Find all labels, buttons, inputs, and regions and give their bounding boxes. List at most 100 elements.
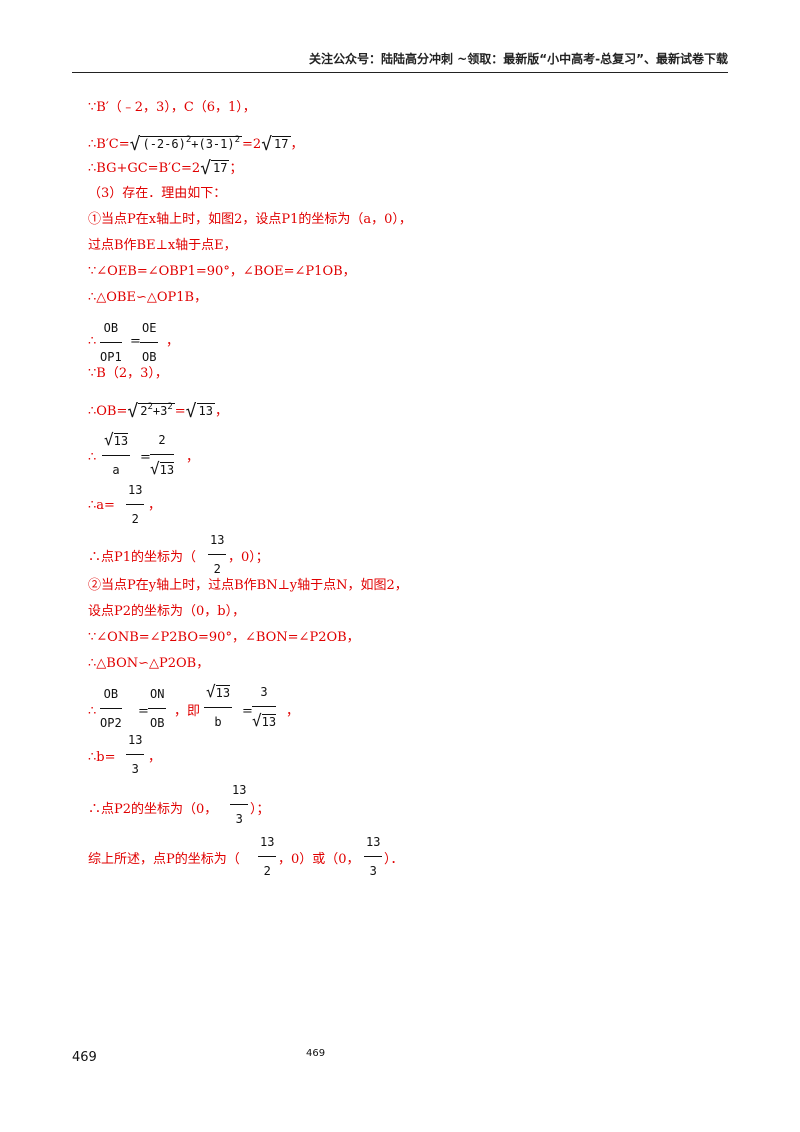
radicand: 17 — [211, 160, 230, 175]
line-10: ∵B（2，3）， — [88, 361, 728, 387]
radicand-part: +3 — [152, 404, 168, 418]
page-number: 469 — [72, 1050, 97, 1065]
line-text: 过点B作BE⊥x轴于点E， — [88, 238, 237, 253]
denominator: OB — [150, 716, 165, 730]
line-3: ∴BG+GC=B′C=2√17； — [88, 155, 728, 181]
line-text: ∵∠ONB=∠P2BO=90°，∠BON=∠P2OB， — [88, 630, 360, 645]
line-8: ∴△OBE∽△OP1B， — [88, 285, 728, 311]
comma: ， — [186, 450, 200, 465]
radicand-part: +(3-1) — [191, 137, 235, 151]
denominator: 2 — [131, 512, 139, 526]
line-text: ∴OB= — [88, 404, 128, 419]
numerator: 13 — [208, 527, 227, 555]
fraction: OB OP2 — [100, 681, 122, 736]
line-text: ，即 — [174, 704, 201, 719]
line-text: ∵B′（﹣2，3），C（6，1）， — [88, 100, 256, 115]
numerator: 13 — [364, 829, 383, 857]
comma: ， — [148, 498, 162, 513]
radicand: 13 — [159, 462, 175, 477]
radicand: 13 — [113, 433, 129, 448]
line-1: ∵B′（﹣2，3），C（6，1）， — [88, 95, 728, 121]
numerator: 13 — [126, 727, 145, 755]
line-text: ∵B（2，3）， — [88, 366, 168, 381]
line-18: ∴△BON∽△P2OB， — [88, 651, 728, 677]
line-text: ∴点P1的坐标为（ — [88, 550, 197, 565]
line-text: ）； — [250, 802, 270, 817]
comma: ， — [166, 334, 180, 349]
line-15: ②当点P在y轴上时，过点B作BN⊥y轴于点N，如图2， — [88, 573, 728, 599]
radicand: 13 — [261, 714, 277, 729]
comma: ， — [148, 750, 162, 765]
numerator: 13 — [230, 777, 249, 805]
denominator: b — [214, 715, 222, 729]
sqrt-17: √17 — [261, 134, 291, 155]
fraction: 13 2 — [258, 829, 277, 884]
numerator: OE — [140, 315, 159, 343]
line-14: ∴点P1的坐标为（ 13 2 ，0）； — [88, 523, 728, 576]
radicand: 17 — [272, 136, 291, 151]
numerator: 13 — [258, 829, 277, 857]
therefore-symbol: ∴ — [88, 450, 97, 465]
fraction: 13 2 — [126, 477, 145, 532]
line-13: ∴a= 13 2 ， — [88, 477, 728, 526]
line-text: ）． — [384, 852, 404, 867]
page-header: 关注公众号：陆陆高分冲刺 ~领取：最新版“小中高考-总复习”、最新试卷下载 — [72, 50, 728, 73]
fraction: 13 2 — [208, 527, 227, 582]
denominator: 3 — [369, 864, 377, 878]
equals-sign: = — [130, 334, 141, 349]
denominator: 3 — [235, 812, 243, 826]
line-7: ∵∠OEB=∠OBP1=90°，∠BOE=∠P1OB， — [88, 259, 728, 285]
line-11: ∴OB=√22+32=√13， — [88, 387, 728, 425]
numerator: OB — [100, 681, 122, 709]
fraction: 3√13 — [252, 679, 277, 735]
radicand: 13 — [196, 403, 215, 418]
line-2: ∴B′C=√(-2-6)2+(3-1)2=2√17， — [88, 121, 728, 155]
line-text: ∴BG+GC=B′C=2 — [88, 161, 201, 176]
line-text: ∴△BON∽△P2OB， — [88, 656, 210, 671]
radicand-part: (-2-6) — [142, 137, 186, 151]
line-text: ∴B′C= — [88, 137, 130, 152]
therefore-symbol: ∴ — [88, 704, 97, 719]
line-6: 过点B作BE⊥x轴于点E， — [88, 233, 728, 259]
line-17: ∵∠ONB=∠P2BO=90°，∠BON=∠P2OB， — [88, 625, 728, 651]
line-text: （3）存在．理由如下： — [88, 186, 227, 201]
line-16: 设点P2的坐标为（0，b）， — [88, 599, 728, 625]
denominator: a — [112, 463, 120, 477]
line-4: （3）存在．理由如下： — [88, 181, 728, 207]
denominator: 2 — [213, 562, 221, 576]
numerator: ON — [148, 681, 167, 709]
denominator: 2 — [263, 864, 271, 878]
sqrt-13: √13 — [185, 401, 215, 422]
sqrt-17: √17 — [200, 158, 230, 179]
therefore-symbol: ∴ — [88, 334, 97, 349]
line-text: =2 — [242, 137, 262, 152]
radicand: 13 — [215, 685, 231, 700]
line-text: ②当点P在y轴上时，过点B作BN⊥y轴于点N，如图2， — [88, 578, 408, 593]
line-text: ，0）； — [228, 550, 269, 565]
comma: ， — [286, 704, 300, 719]
equals-sign: = — [174, 404, 186, 419]
sqrt-expression: √22+32 — [127, 401, 175, 422]
denominator: OP2 — [100, 716, 122, 730]
line-text: ∵∠OEB=∠OBP1=90°，∠BOE=∠P1OB， — [88, 264, 356, 279]
radicand-part: 2 — [140, 404, 148, 418]
line-5: ①当点P在x轴上时，如图2，设点P1的坐标为（a，0）， — [88, 207, 728, 233]
line-text: 综上所述，点P的坐标为（ — [88, 852, 240, 867]
line-text: ∴a= — [88, 498, 115, 513]
numerator: 2 — [150, 427, 175, 455]
numerator: 13 — [126, 477, 145, 505]
numerator: 3 — [252, 679, 277, 707]
page-number-center: 469 — [306, 1048, 326, 1059]
line-text: ，0）或（0， — [278, 852, 360, 867]
numerator: OB — [100, 315, 122, 343]
line-22: 综上所述，点P的坐标为（ 13 2 ，0）或（0， 13 3 ）． — [88, 825, 728, 878]
denominator: OB — [142, 350, 157, 364]
denominator: 3 — [131, 762, 139, 776]
